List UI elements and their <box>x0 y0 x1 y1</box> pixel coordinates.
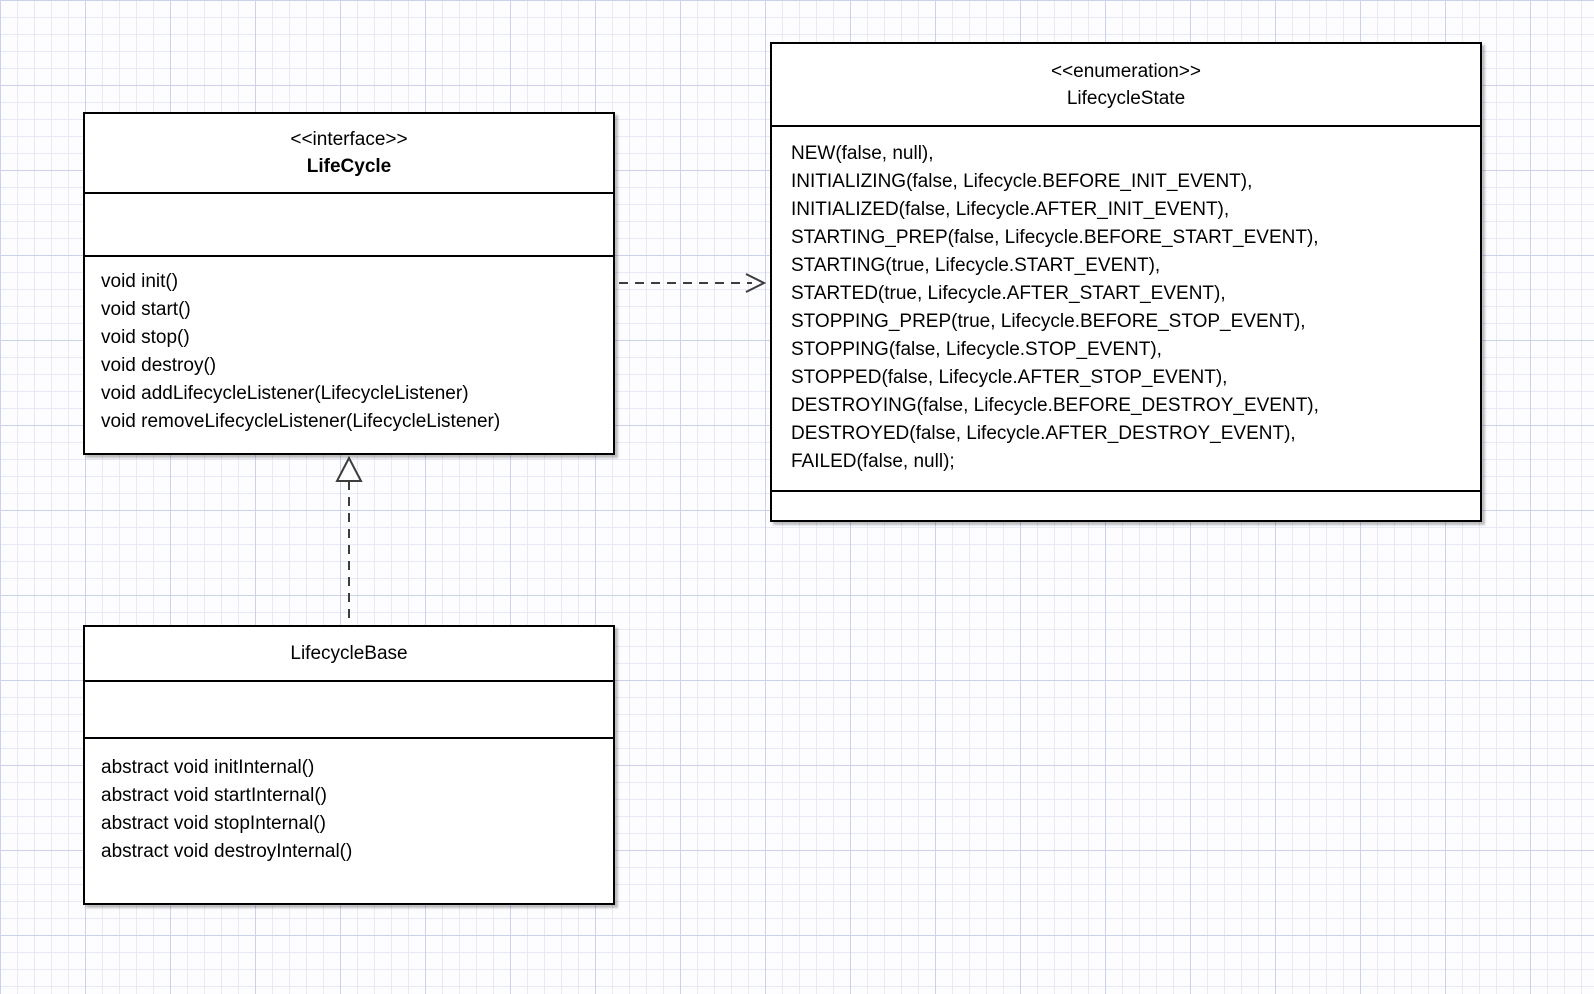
lifecyclestate-values-section: NEW(false, null), INITIALIZING(false, Li… <box>772 127 1480 492</box>
dependency-arrow-lifecycle-to-lifecyclestate <box>619 273 767 293</box>
realization-connector-lifecyclebase-to-lifecycle <box>335 455 363 623</box>
class-box-lifecycle: <<interface>> LifeCycle void init() void… <box>83 112 615 455</box>
method-item: void removeLifecycleListener(LifecycleLi… <box>101 411 501 432</box>
enum-value-item: NEW(false, null), <box>791 143 934 164</box>
enum-value-item: INITIALIZED(false, Lifecycle.AFTER_INIT_… <box>791 199 1230 220</box>
method-item: void addLifecycleListener(LifecycleListe… <box>101 383 469 404</box>
enum-value-item: INITIALIZING(false, Lifecycle.BEFORE_INI… <box>791 171 1253 192</box>
enum-value-item: DESTROYED(false, Lifecycle.AFTER_DESTROY… <box>791 423 1296 444</box>
enum-value-item: STARTED(true, Lifecycle.AFTER_START_EVEN… <box>791 283 1226 304</box>
method-item: abstract void destroyInternal() <box>101 841 353 862</box>
lifecyclestate-methods-section-empty <box>772 492 1480 520</box>
class-box-lifecyclestate: <<enumeration>> LifecycleState NEW(false… <box>770 42 1482 522</box>
lifecycle-class-name: LifeCycle <box>306 156 392 177</box>
enum-value-item: DESTROYING(false, Lifecycle.BEFORE_DESTR… <box>791 395 1319 416</box>
lifecyclebase-methods-section: abstract void initInternal() abstract vo… <box>85 739 613 903</box>
lifecyclebase-attributes-section-empty <box>85 682 613 739</box>
enum-value-item: FAILED(false, null); <box>791 451 955 472</box>
enum-value-item: STARTING(true, Lifecycle.START_EVENT), <box>791 255 1161 276</box>
method-item: void stop() <box>101 327 190 348</box>
method-item: void init() <box>101 271 179 292</box>
lifecyclestate-header: <<enumeration>> LifecycleState <box>772 44 1480 127</box>
method-item: abstract void startInternal() <box>101 785 327 806</box>
lifecyclestate-class-name: LifecycleState <box>1066 87 1186 109</box>
hollow-triangle-arrowhead-icon <box>335 455 363 482</box>
lifecycle-attributes-section-empty <box>85 194 613 257</box>
enum-value-item: STOPPING(false, Lifecycle.STOP_EVENT), <box>791 339 1162 360</box>
method-item: abstract void initInternal() <box>101 757 315 778</box>
class-box-lifecyclebase: LifecycleBase abstract void initInternal… <box>83 625 615 905</box>
method-item: abstract void stopInternal() <box>101 813 326 834</box>
lifecyclestate-stereotype: <<enumeration>> <box>1050 60 1201 82</box>
enum-value-item: STOPPING_PREP(true, Lifecycle.BEFORE_STO… <box>791 311 1306 332</box>
lifecyclebase-class-name: LifecycleBase <box>290 643 408 664</box>
lifecycle-methods-section: void init() void start() void stop() voi… <box>85 257 613 453</box>
lifecyclebase-header: LifecycleBase <box>85 627 613 682</box>
lifecycle-header: <<interface>> LifeCycle <box>85 114 613 194</box>
enum-value-item: STOPPED(false, Lifecycle.AFTER_STOP_EVEN… <box>791 367 1228 388</box>
lifecycle-stereotype: <<interface>> <box>290 129 408 150</box>
enum-value-item: STARTING_PREP(false, Lifecycle.BEFORE_ST… <box>791 227 1319 248</box>
method-item: void start() <box>101 299 191 320</box>
method-item: void destroy() <box>101 355 217 376</box>
open-arrowhead-icon <box>745 273 767 293</box>
